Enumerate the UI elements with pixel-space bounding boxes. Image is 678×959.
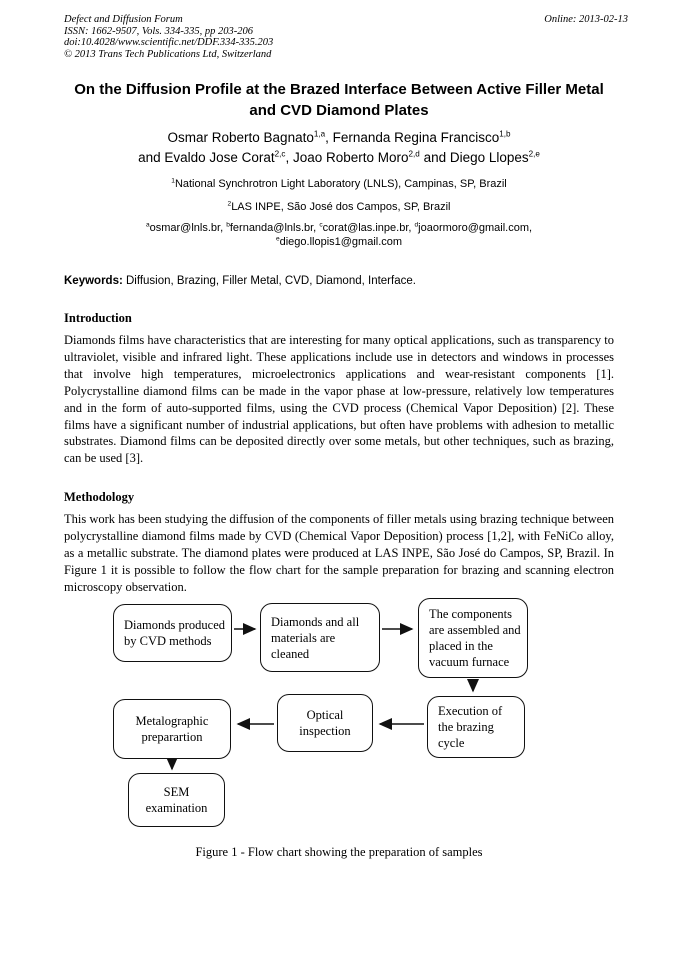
keywords-text: Diffusion, Brazing, Filler Metal, CVD, D… <box>122 275 416 287</box>
keywords-line: Keywords: Diffusion, Brazing, Filler Met… <box>0 274 678 288</box>
emails-line-2: ediego.llopis1@gmail.com <box>275 235 403 248</box>
flowchart-box-sem-examination: SEM examination <box>128 773 225 827</box>
figure-1-flowchart: Diamonds produced by CVD methods Diamond… <box>0 595 678 885</box>
journal-header: Defect and Diffusion Forum ISSN: 1662-95… <box>0 0 678 60</box>
online-date: Online: 2013-02-13 <box>544 14 628 25</box>
flowchart-box-metalographic-prep: Metalographic preparartion <box>113 699 231 759</box>
paper-title: On the Diffusion Profile at the Brazed I… <box>74 81 604 119</box>
introduction-paragraph: Diamonds films have characteristics that… <box>64 333 614 466</box>
flowchart-box-diamonds-cvd: Diamonds produced by CVD methods <box>113 604 232 662</box>
affiliation-2: 2LAS INPE, São José dos Campos, SP, Braz… <box>227 200 451 213</box>
journal-info: Defect and Diffusion Forum ISSN: 1662-95… <box>64 14 273 60</box>
flowchart-arrows <box>166 623 479 771</box>
journal-copyright: © 2013 Trans Tech Publications Ltd, Swit… <box>64 48 272 60</box>
methodology-paragraph: This work has been studying the diffusio… <box>64 512 614 594</box>
flowchart-box-vacuum-furnace: The components are assembled and placed … <box>418 598 528 678</box>
flowchart-box-materials-cleaned: Diamonds and all materials are cleaned <box>260 603 380 672</box>
journal-doi: doi:10.4028/www.scientific.net/DDF.334-3… <box>64 37 274 48</box>
keywords-label: Keywords: <box>64 275 123 287</box>
flowchart-box-optical-inspection: Optical inspection <box>277 694 373 752</box>
journal-issn: ISSN: 1662-9507, Vols. 334-335, pp 203-2… <box>64 25 253 37</box>
authors-line-2: and Evaldo Jose Corat2,c, Joao Roberto M… <box>138 149 540 165</box>
authors-block: Osmar Roberto Bagnato1,a, Fernanda Regin… <box>0 128 678 168</box>
journal-name: Defect and Diffusion Forum <box>64 14 183 25</box>
section-heading-methodology: Methodology <box>64 490 135 505</box>
flowchart-box-brazing-cycle: Execution of the brazing cycle <box>427 696 525 758</box>
authors-line-1: Osmar Roberto Bagnato1,a, Fernanda Regin… <box>167 129 511 145</box>
figure-caption: Figure 1 - Flow chart showing the prepar… <box>195 845 483 859</box>
emails-block: aosmar@lnls.br, bfernanda@lnls.br, ccora… <box>0 221 678 249</box>
emails-line-1: aosmar@lnls.br, bfernanda@lnls.br, ccora… <box>145 221 533 234</box>
affiliation-1: 1National Synchrotron Light Laboratory (… <box>171 177 507 190</box>
section-heading-introduction: Introduction <box>64 311 132 325</box>
